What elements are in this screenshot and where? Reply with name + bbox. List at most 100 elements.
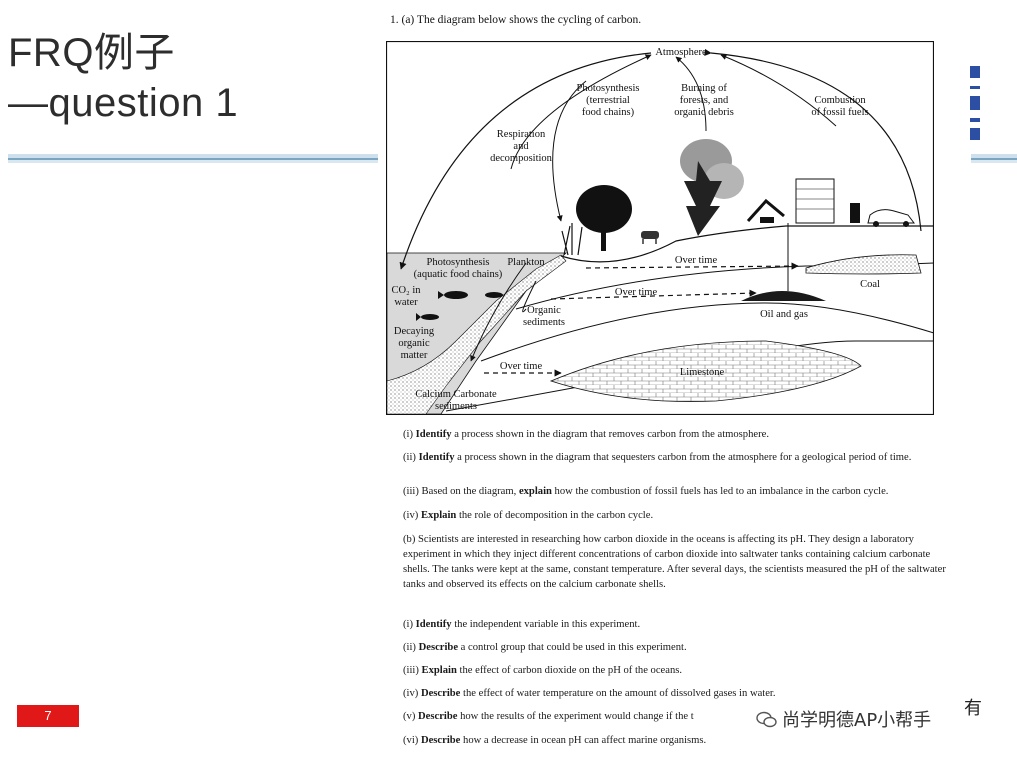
corner-character: 有: [964, 698, 982, 719]
arrow-over-time-oil: [550, 289, 757, 300]
label-decaying-3: matter: [401, 350, 428, 361]
title-divider-right: [971, 154, 1017, 163]
item-label: (vi): [403, 735, 419, 746]
item-text: how the results of the experiment would …: [457, 711, 694, 722]
label-oil-gas: Oil and gas: [760, 309, 808, 320]
arrow-burning-up: [675, 56, 707, 132]
label-photosynthesis-aquatic-1: Photosynthesis: [426, 257, 489, 268]
question-heading: 1. (a) The diagram below shows the cycli…: [390, 14, 642, 26]
label-plankton: Plankton: [507, 257, 545, 268]
car-icon: [867, 209, 915, 227]
question-a-iii: (iii) Based on the diagram, explain how …: [403, 484, 948, 499]
question-b-iv: (iv) Describe the effect of water temper…: [403, 686, 948, 701]
carbon-cycle-diagram: Atmosphere Photosynthesis (terrestrial f…: [386, 41, 934, 415]
label-atmosphere: Atmosphere: [655, 47, 707, 58]
item-verb: Describe: [418, 711, 458, 722]
oil-gas-reservoir: [741, 291, 826, 301]
question-b-iii: (iii) Explain the effect of carbon dioxi…: [403, 663, 948, 678]
label-co2-water-2: water: [394, 297, 418, 308]
label-respiration-3: decomposition: [490, 153, 553, 164]
item-label: (v): [403, 711, 416, 722]
title-divider-left: [8, 154, 378, 163]
label-respiration-2: and: [513, 141, 529, 152]
burning-forest-icon: [680, 139, 744, 236]
arrow-photosynthesis-land: [552, 80, 587, 222]
label-photosynthesis-aquatic-2: (aquatic food chains): [414, 269, 503, 280]
label-burning-1: Burning of: [681, 83, 727, 94]
limestone-layer: [549, 340, 862, 402]
arrow-organic-sediment: [522, 280, 537, 313]
brand-logo-icon: [970, 66, 980, 140]
item-verb: Describe: [420, 688, 461, 699]
wechat-watermark: 尚学明德AP小帮手: [756, 706, 931, 732]
item-verb: Identify: [418, 452, 455, 463]
gas-pump-icon: [850, 203, 860, 223]
slide-title-line-1: FRQ例子: [8, 31, 175, 75]
item-text: the independent variable in this experim…: [451, 619, 641, 630]
arrow-decay-down: [470, 262, 527, 362]
fish-icon: [416, 291, 503, 321]
calcium-sediment-layer: [386, 254, 567, 415]
label-burning-3: organic debris: [674, 107, 734, 118]
label-photosynthesis-terrestrial-1: Photosynthesis: [576, 83, 639, 94]
question-b-v: (v) Describe how the results of the expe…: [403, 709, 948, 724]
item-verb: explain: [518, 486, 552, 497]
label-co2-water-1: CO₂ in: [391, 285, 421, 296]
item-text: how a decrease in ocean pH can affect ma…: [460, 735, 707, 746]
item-verb: Identify: [415, 619, 452, 630]
item-text: the effect of carbon dioxide on the pH o…: [456, 665, 683, 676]
item-verb: Describe: [420, 735, 461, 746]
item-text: Scientists are interested in researching…: [403, 534, 946, 590]
item-verb: Explain: [420, 510, 457, 521]
item-verb: Explain: [421, 665, 457, 676]
label-photosynthesis-terrestrial-3: food chains): [582, 107, 635, 118]
label-organic-sediments-1: Organic: [527, 305, 561, 316]
item-verb: Identify: [415, 429, 452, 440]
label-decaying-2: organic: [398, 338, 430, 349]
item-text: the effect of water temperature on the a…: [460, 688, 776, 699]
item-label: (iii): [403, 665, 419, 676]
label-calcium-1: Calcium Carbonate: [415, 389, 497, 400]
item-label: (ii): [403, 642, 416, 653]
label-photosynthesis-terrestrial-2: (terrestrial: [586, 95, 630, 106]
item-label: (i): [403, 619, 413, 630]
label-combustion-2: of fossil fuels: [811, 107, 868, 118]
item-label: (iv): [403, 510, 419, 521]
label-coal: Coal: [860, 279, 880, 290]
watermark-text: 尚学明德AP小帮手: [782, 710, 932, 731]
label-decaying-1: Decaying: [394, 326, 435, 337]
item-label: (iv): [403, 688, 419, 699]
question-b-i: (i) Identify the independent variable in…: [403, 617, 948, 632]
question-a-i: (i) Identify a process shown in the diag…: [403, 427, 948, 442]
item-label: (i): [403, 429, 413, 440]
label-limestone: Limestone: [680, 367, 725, 378]
item-text: a control group that could be used in th…: [458, 642, 687, 653]
carbon-cycle-figure: Atmosphere Photosynthesis (terrestrial f…: [386, 41, 934, 415]
item-text: a process shown in the diagram that sequ…: [454, 452, 912, 463]
arrow-fossil-to-atmosphere: [704, 48, 922, 232]
tree-icon: [576, 185, 632, 251]
item-label: (b): [403, 534, 416, 545]
cow-icon: [641, 231, 659, 244]
question-a-iv: (iv) Explain the role of decomposition i…: [403, 508, 948, 523]
label-respiration-1: Respiration: [497, 129, 546, 140]
arrow-atmosphere-to-water: [399, 52, 652, 270]
item-text: how the combustion of fossil fuels has l…: [551, 486, 889, 497]
item-verb: Describe: [418, 642, 459, 653]
slide-title-line-2: —question 1: [8, 81, 239, 125]
item-text: a process shown in the diagram that remo…: [451, 429, 769, 440]
label-organic-sediments-2: sediments: [523, 317, 565, 328]
oil-pump-icon: [746, 198, 789, 291]
label-burning-2: forests, and: [680, 95, 729, 106]
label-over-time-coal: Over time: [675, 255, 718, 266]
question-b-ii: (ii) Describe a control group that could…: [403, 640, 948, 655]
slide-title: FRQ例子 —question 1: [8, 28, 238, 128]
arrow-respiration-up: [510, 54, 652, 170]
arrow-combustion-up: [720, 54, 837, 127]
question-a-ii: (ii) Identify a process shown in the dia…: [403, 450, 948, 465]
factory-icon: [795, 178, 835, 224]
label-calcium-2: sediments: [435, 401, 477, 412]
question-b-intro: (b) Scientists are interested in researc…: [403, 532, 948, 592]
item-label: (iii): [403, 486, 419, 497]
label-combustion-1: Combustion: [814, 95, 866, 106]
